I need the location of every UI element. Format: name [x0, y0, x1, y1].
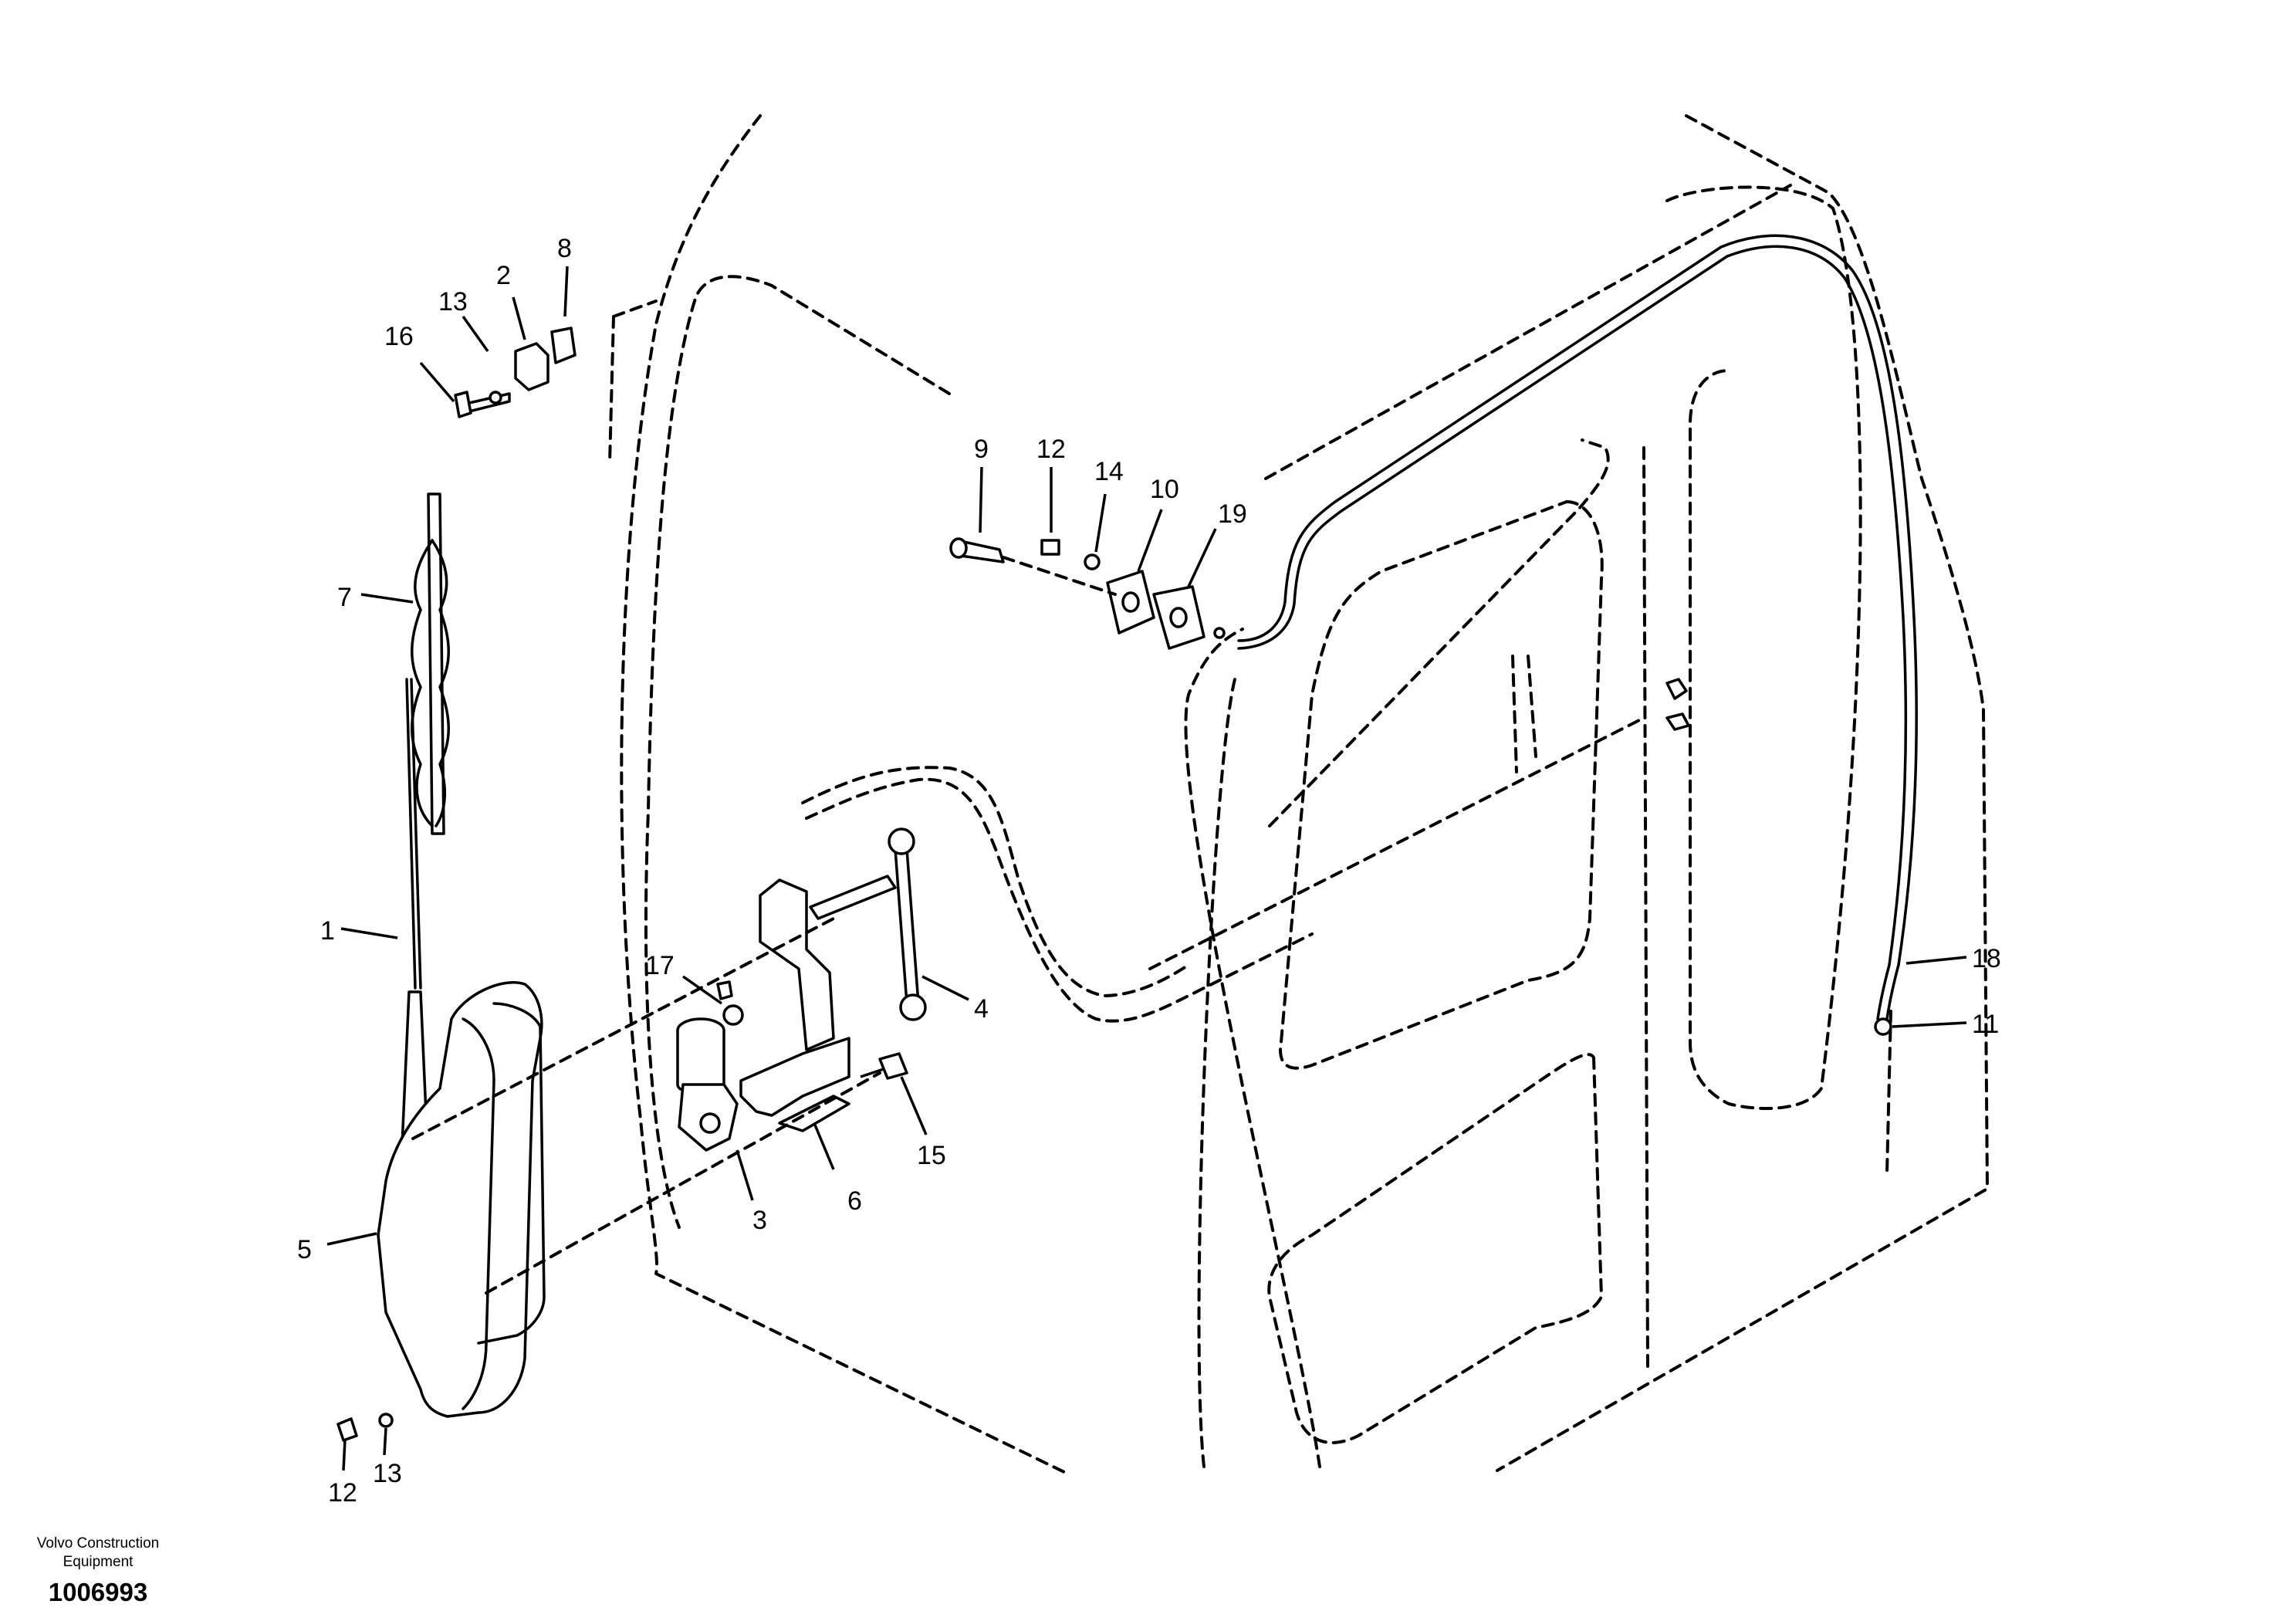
callout-7: 7 — [337, 583, 352, 612]
callout-9: 9 — [974, 435, 989, 464]
assembly-axes — [411, 917, 881, 1294]
callout-18: 18 — [1972, 944, 2001, 973]
brand-line-1: Volvo Construction — [36, 1535, 160, 1552]
callout-10: 10 — [1150, 475, 1179, 504]
callout-12-bottom: 12 — [328, 1478, 357, 1508]
wiper-motor — [676, 1017, 739, 1152]
callout-12-top: 12 — [1036, 435, 1066, 464]
callout-14: 14 — [1094, 457, 1124, 486]
callout-4: 4 — [974, 994, 989, 1024]
cab-outline — [608, 114, 1989, 1476]
callout-13-top: 13 — [438, 287, 468, 316]
callout-3: 3 — [752, 1206, 767, 1235]
callout-8: 8 — [557, 234, 572, 263]
brand-label: Volvo Construction Equipment — [17, 1535, 179, 1572]
washer-nozzle-assembly — [949, 537, 1226, 650]
wiper-blade — [411, 492, 450, 835]
callout-13-bottom: 13 — [373, 1459, 402, 1488]
callout-16: 16 — [384, 322, 414, 351]
brand-line-2: Equipment — [63, 1554, 134, 1570]
callout-2: 2 — [496, 261, 511, 290]
callout-1: 1 — [320, 916, 335, 946]
top-fasteners — [454, 327, 577, 418]
callout-17: 17 — [645, 951, 675, 980]
callout-19: 19 — [1218, 499, 1247, 529]
washer-hose — [1237, 234, 1918, 1036]
drawing-number: 1006993 — [48, 1578, 148, 1606]
callout-leaders — [326, 266, 1967, 1471]
callout-6: 6 — [847, 1186, 862, 1216]
callout-labels: 1 2 3 4 5 6 7 8 9 10 11 12 12 13 13 14 1… — [297, 234, 2001, 1508]
callout-11: 11 — [1972, 1010, 1999, 1039]
wiper-cover — [377, 981, 546, 1418]
callout-5: 5 — [297, 1235, 312, 1264]
side-fasteners — [336, 678, 1690, 1442]
wiper-linkage — [809, 827, 927, 1021]
callout-15: 15 — [917, 1141, 946, 1170]
motor-bracket — [739, 878, 850, 1132]
